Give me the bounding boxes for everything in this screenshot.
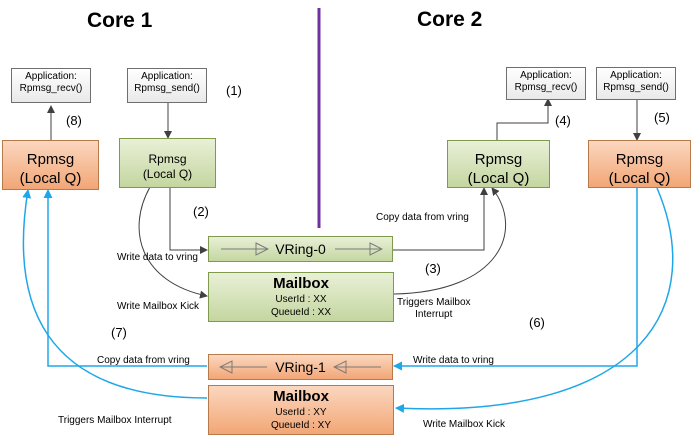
core2-app-recv-box: Application: Rpmsg_recv() — [506, 67, 586, 100]
core1-rpmsg-tx-box: Rpmsg (Local Q) — [119, 138, 216, 188]
vring1-arrow-icons — [209, 355, 381, 379]
arrow-mailbox-interrupt-to-core1 — [22, 189, 208, 399]
arrow-core2-rpmsg-to-app-recv — [496, 98, 552, 140]
core2-rpmsg-rx-box: Rpmsg (Local Q) — [447, 140, 550, 188]
core2-rpmsg-tx-box: Rpmsg (Local Q) — [588, 140, 691, 188]
mailbox1-box: Mailbox UserId : XY QueueId : XY — [208, 385, 394, 435]
arrow-vring0-to-core2-rpmsg — [392, 187, 488, 251]
write-vring1-label: Write data to vring — [413, 355, 494, 366]
step-4-label: (4) — [555, 113, 571, 128]
step-2-label: (2) — [193, 204, 209, 219]
step-5-label: (5) — [654, 110, 670, 125]
step-1-label: (1) — [226, 83, 242, 98]
vring1-label: VRing-1 — [275, 359, 326, 375]
mailbox-user-id: UserId : XY — [275, 407, 327, 418]
rpmsg-queue-label: (Local Q) — [19, 170, 82, 187]
vring0-arrow-icons — [221, 237, 394, 261]
arrow-mailbox-interrupt-to-core2 — [393, 187, 507, 295]
core1-rpmsg-rx-box: Rpmsg (Local Q) — [2, 140, 99, 190]
app-send-label: Application: — [610, 70, 662, 81]
step-8-label: (8) — [66, 113, 82, 128]
vring1-box: VRing-1 — [208, 354, 393, 380]
step-7-label: (7) — [111, 325, 127, 340]
write-kick0-label: Write Mailbox Kick — [117, 301, 200, 312]
copy-vring0-label: Copy data from vring — [376, 212, 469, 223]
rpmsg-label: Rpmsg — [615, 151, 664, 168]
arrow-rpmsg-to-vring0 — [169, 187, 208, 254]
write-kick1-label: Write Mailbox Kick — [423, 419, 506, 430]
arrow-vring1-to-core1-rpmsg — [43, 189, 207, 367]
app-recv-label: Application: — [520, 70, 572, 81]
app-send-function: Rpmsg_send() — [134, 83, 200, 94]
mailbox-user-id: UserId : XX — [275, 294, 327, 305]
rpmsg-label: Rpmsg — [474, 151, 523, 168]
mailbox-queue-id: QueueId : XY — [270, 420, 332, 431]
app-recv-function: Rpmsg_recv() — [514, 82, 578, 93]
arrow-rpmsg-to-mailbox-kick — [138, 186, 208, 299]
mailbox-title: Mailbox — [273, 388, 329, 405]
app-send-label: Application: — [141, 71, 193, 82]
rpmsg-label: Rpmsg — [26, 151, 75, 168]
write-vring0-label: Write data to vring — [117, 252, 198, 263]
rpmsg-queue-label: (Local Q) — [608, 170, 671, 187]
core2-title: Core 2 — [417, 8, 483, 31]
rpmsg-queue-label: (Local Q) — [467, 170, 530, 187]
step-6-label: (6) — [529, 315, 545, 330]
core2-app-send-box: Application: Rpmsg_send() — [596, 67, 676, 100]
vring0-label: VRing-0 — [275, 241, 326, 257]
arrow-core2-mailbox-kick — [395, 187, 674, 413]
core1-title: Core 1 — [87, 9, 153, 32]
vring0-box: VRing-0 — [208, 236, 393, 262]
core1-app-send-box: Application: Rpmsg_send() — [127, 68, 207, 103]
arrow-core2-rpmsg-to-vring1 — [393, 188, 638, 371]
copy-vring1-label: Copy data from vring — [97, 355, 190, 366]
triggers1-label: Triggers Mailbox Interrupt — [58, 415, 172, 426]
mailbox0-box: Mailbox UserId : XX QueueId : XX — [208, 272, 394, 322]
core1-app-recv-box: Application: Rpmsg_recv() — [11, 68, 91, 103]
app-recv-label: Application: — [25, 71, 77, 82]
rpmsg-label: Rpmsg — [148, 152, 187, 166]
mailbox-queue-id: QueueId : XX — [270, 307, 332, 318]
app-recv-function: Rpmsg_recv() — [19, 83, 83, 94]
rpmsg-queue-label: (Local Q) — [142, 167, 193, 181]
mailbox-title: Mailbox — [273, 275, 329, 292]
triggers0-label: Triggers Mailbox Interrupt — [397, 297, 471, 320]
app-send-function: Rpmsg_send() — [603, 82, 669, 93]
step-3-label: (3) — [425, 261, 441, 276]
